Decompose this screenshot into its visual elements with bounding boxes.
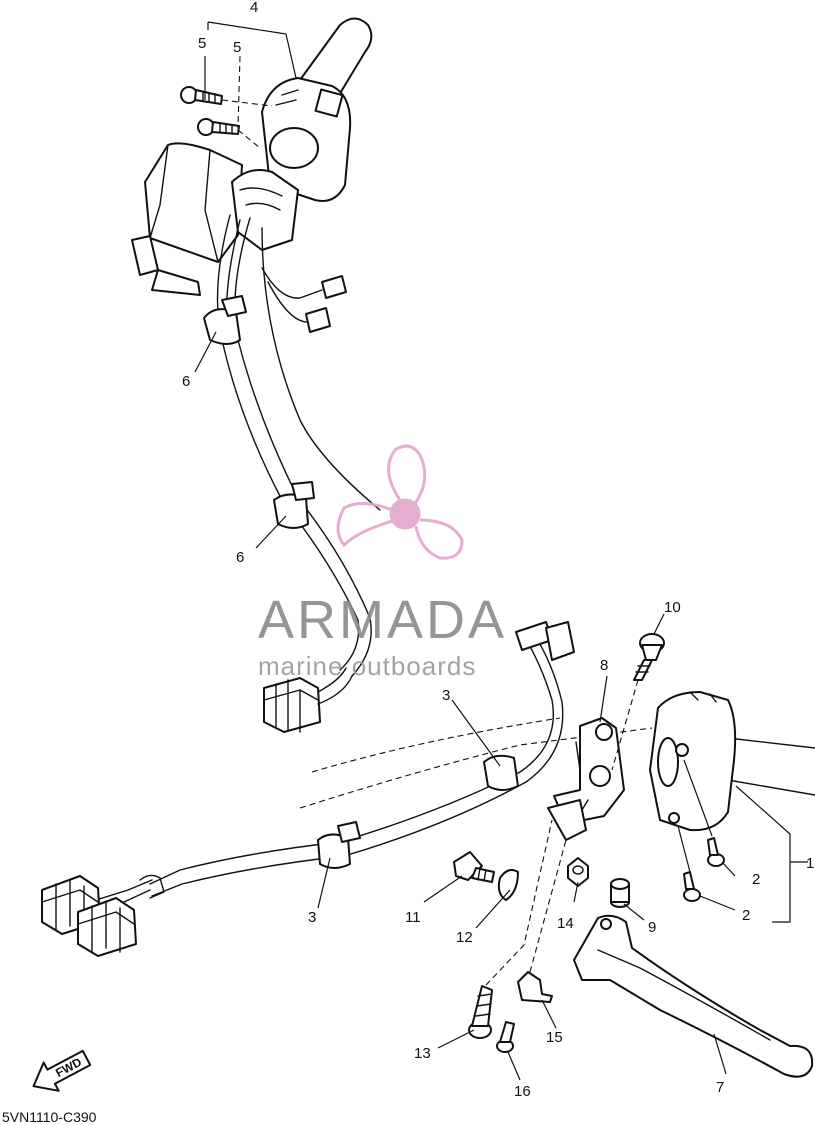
callout-2: 2: [752, 871, 760, 888]
callout-5: 5: [198, 35, 206, 52]
right-handlebar-switch: [649, 691, 737, 832]
clutch-switch: [517, 839, 567, 1003]
callout-14: 14: [557, 915, 574, 932]
switch-screw-16: [496, 1021, 515, 1053]
callout-3: 3: [442, 687, 450, 704]
wire-clamps-upper: [203, 295, 315, 529]
forward-arrow: FWD: [32, 1049, 92, 1092]
callout-numbers: 4 5 5 6 6 10 8 3 3 11 12 14 9 2 2 1 13 1…: [182, 0, 814, 1100]
diagram-code: 5VN1110-C390: [2, 1109, 97, 1125]
callout-6: 6: [182, 373, 190, 390]
callout-5: 5: [233, 39, 241, 56]
lever-pivot-bolt: [611, 633, 665, 771]
lock-washer: [497, 869, 519, 901]
switch-screw-13: [468, 819, 553, 1039]
callout-10: 10: [664, 599, 681, 616]
handlebar: [299, 717, 815, 809]
clutch-lever: [573, 914, 814, 1078]
adjuster-bolt: [453, 851, 495, 883]
callout-7: 7: [716, 1079, 724, 1096]
callout-2: 2: [742, 907, 750, 924]
callout-16: 16: [514, 1083, 531, 1100]
propeller-icon: [336, 444, 464, 560]
callout-8: 8: [600, 657, 608, 674]
callout-6: 6: [236, 549, 244, 566]
lever-bracket: [547, 717, 625, 841]
callout-11: 11: [405, 909, 421, 926]
harness-connector-mid: [263, 667, 353, 733]
lower-wire-harness: [41, 621, 575, 957]
callout-3: 3: [308, 909, 316, 926]
callout-1: 1: [806, 855, 814, 872]
callout-4: 4: [250, 0, 258, 16]
leader-lines: [194, 21, 808, 1081]
watermark-logo: ARMADA marine outboards: [258, 444, 507, 681]
callout-12: 12: [456, 929, 473, 946]
lever-nut: [567, 857, 589, 887]
callout-15: 15: [546, 1029, 563, 1046]
lever-collar: [610, 878, 630, 908]
left-handlebar-switch: [131, 17, 373, 333]
callout-9: 9: [648, 919, 656, 936]
watermark-tagline: marine outboards: [258, 651, 476, 681]
watermark-brand: ARMADA: [258, 590, 507, 650]
callout-13: 13: [414, 1045, 431, 1062]
switch-screws: [180, 86, 240, 136]
switch-screws-right: [677, 759, 725, 902]
